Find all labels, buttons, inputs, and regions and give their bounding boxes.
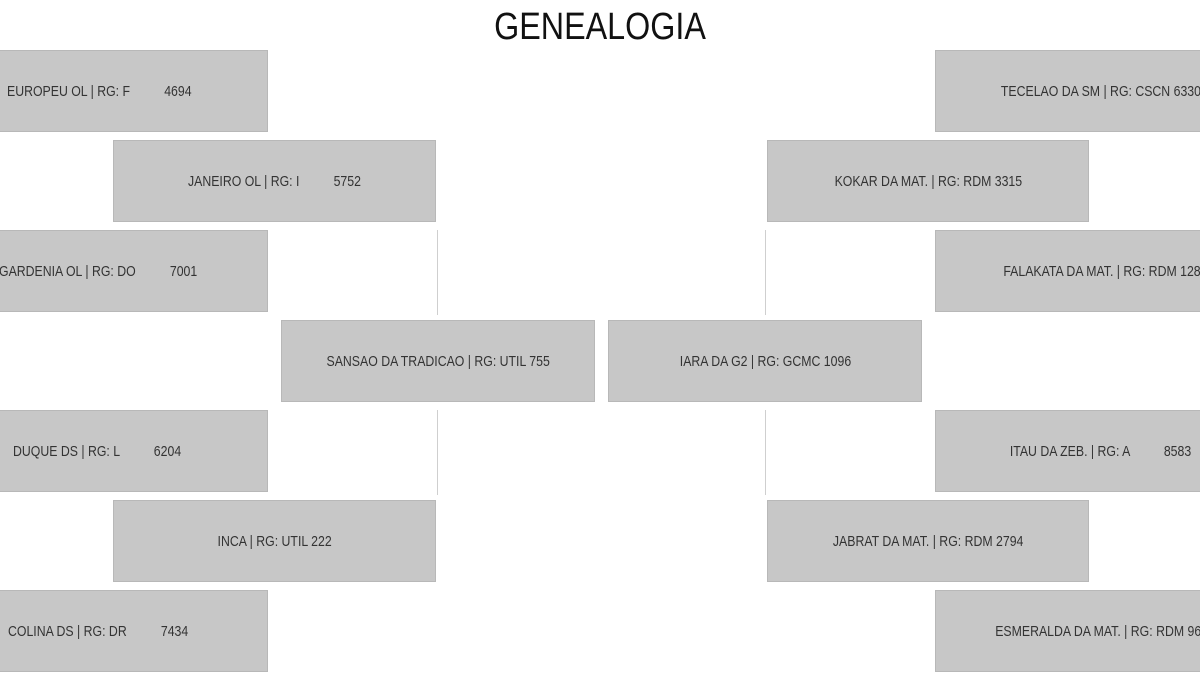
- sire-paternal-grandfather-box: EUROPEU OL | RG: F 4694: [0, 50, 268, 132]
- dam-father-box: KOKAR DA MAT. | RG: RDM 3315: [767, 140, 1089, 222]
- connector-line: [437, 410, 438, 495]
- dam-subject-box: IARA DA G2 | RG: GCMC 1096: [608, 320, 922, 402]
- sire-paternal-grandmother-box: GARDENIA OL | RG: DO 7001: [0, 230, 268, 312]
- dam-paternal-grandfather-label: TECELAO DA SM | RG: CSCN 6330: [1000, 82, 1200, 100]
- dam-mother-label: JABRAT DA MAT. | RG: RDM 2794: [832, 532, 1024, 550]
- sire-subject-box: SANSAO DA TRADICAO | RG: UTIL 755: [281, 320, 595, 402]
- connector-line: [437, 230, 438, 315]
- sire-maternal-grandfather-label: DUQUE DS | RG: L 6204: [13, 442, 182, 460]
- connector-line: [765, 230, 766, 315]
- connector-line: [765, 410, 766, 495]
- sire-maternal-grandfather-box: DUQUE DS | RG: L 6204: [0, 410, 268, 492]
- dam-maternal-grandmother-box: ESMERALDA DA MAT. | RG: RDM 96: [935, 590, 1200, 672]
- dam-mother-box: JABRAT DA MAT. | RG: RDM 2794: [767, 500, 1089, 582]
- sire-subject-label: SANSAO DA TRADICAO | RG: UTIL 755: [326, 352, 550, 370]
- sire-mother-box: INCA | RG: UTIL 222: [113, 500, 436, 582]
- sire-mother-label: INCA | RG: UTIL 222: [217, 532, 332, 550]
- sire-maternal-grandmother-label: COLINA DS | RG: DR 7434: [8, 622, 189, 640]
- dam-paternal-grandfather-box: TECELAO DA SM | RG: CSCN 6330: [935, 50, 1200, 132]
- sire-father-box: JANEIRO OL | RG: I 5752: [113, 140, 436, 222]
- page-title: GENEALOGIA: [494, 6, 706, 48]
- dam-father-label: KOKAR DA MAT. | RG: RDM 3315: [834, 172, 1022, 190]
- dam-maternal-grandmother-label: ESMERALDA DA MAT. | RG: RDM 96: [995, 622, 1200, 640]
- sire-maternal-grandmother-box: COLINA DS | RG: DR 7434: [0, 590, 268, 672]
- sire-paternal-grandmother-label: GARDENIA OL | RG: DO 7001: [0, 262, 198, 280]
- dam-subject-label: IARA DA G2 | RG: GCMC 1096: [679, 352, 851, 370]
- sire-father-label: JANEIRO OL | RG: I 5752: [188, 172, 361, 190]
- dam-maternal-grandfather-label: ITAU DA ZEB. | RG: A 8583: [1009, 442, 1191, 460]
- dam-paternal-grandmother-label: FALAKATA DA MAT. | RG: RDM 128: [1003, 262, 1200, 280]
- sire-paternal-grandfather-label: EUROPEU OL | RG: F 4694: [7, 82, 192, 100]
- dam-maternal-grandfather-box: ITAU DA ZEB. | RG: A 8583: [935, 410, 1200, 492]
- dam-paternal-grandmother-box: FALAKATA DA MAT. | RG: RDM 128: [935, 230, 1200, 312]
